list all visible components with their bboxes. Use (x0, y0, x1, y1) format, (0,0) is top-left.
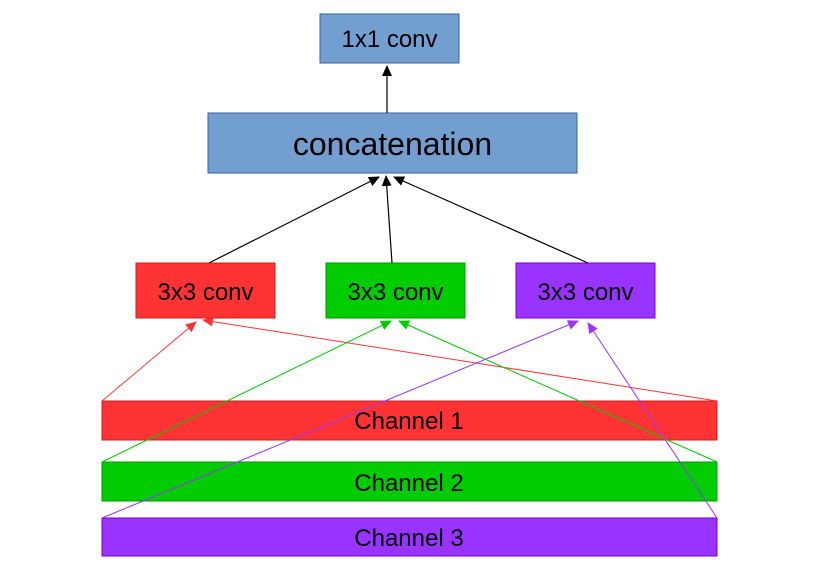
edge-channel2-left-to-green-conv (101, 320, 392, 463)
edge-channel1-right-to-red-conv (202, 316, 718, 402)
channel-2-label: Channel 2 (354, 470, 463, 497)
conv-red-label: 3x3 conv (157, 279, 253, 306)
conv-green-label: 3x3 conv (347, 279, 443, 306)
concatenation-label: concatenation (293, 126, 492, 162)
channel-2-box: Channel 2 (101, 461, 718, 502)
edge-green-conv-to-concat (381, 175, 393, 264)
channel-1-label: Channel 1 (354, 408, 463, 435)
edge-red-conv-to-concat (208, 176, 380, 264)
conv-box-red: 3x3 conv (135, 262, 276, 319)
edge-channel3-left-to-purple-conv (101, 320, 579, 519)
top-conv-label: 1x1 conv (341, 26, 437, 53)
edge-channel3-right-to-purple-conv (587, 322, 718, 519)
concatenation-box: concatenation (207, 112, 578, 174)
conv-box-purple: 3x3 conv (515, 262, 656, 319)
conv-box-green: 3x3 conv (325, 262, 466, 319)
top-conv-box: 1x1 conv (319, 13, 460, 64)
edge-channel1-left-to-red-conv (101, 321, 197, 402)
edge-channel2-right-to-green-conv (398, 320, 718, 463)
channel-3-label: Channel 3 (354, 525, 463, 552)
edge-purple-conv-to-concat (393, 176, 589, 264)
channel-3-box: Channel 3 (101, 517, 718, 557)
channel-1-box: Channel 1 (101, 400, 718, 441)
conv-purple-label: 3x3 conv (537, 279, 633, 306)
